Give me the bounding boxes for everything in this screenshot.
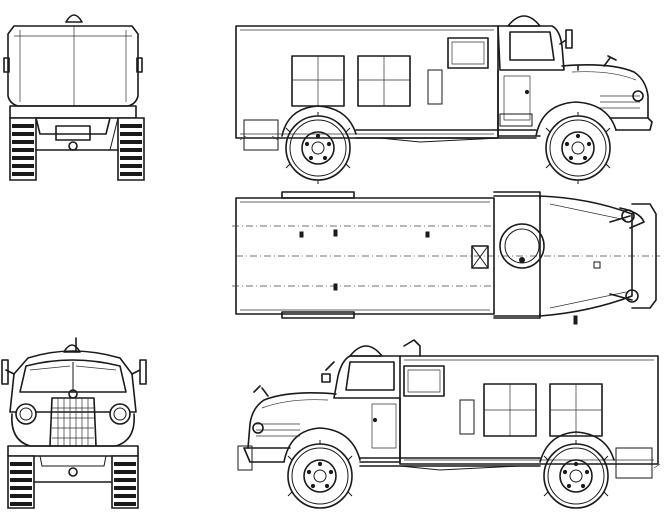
front-right-wheel	[112, 456, 138, 508]
left-side-rear-wheel	[544, 440, 608, 508]
front-view	[2, 338, 146, 508]
right-side-view	[236, 16, 652, 184]
rear-right-wheel	[118, 118, 144, 180]
rear-left-wheel	[10, 118, 36, 180]
left-side-view	[238, 340, 660, 508]
front-left-wheel	[8, 456, 34, 508]
top-view	[232, 192, 660, 324]
rear-view	[4, 15, 144, 180]
left-side-front-wheel	[288, 440, 352, 508]
right-side-front-wheel	[546, 112, 610, 184]
right-side-rear-wheel	[286, 112, 350, 184]
